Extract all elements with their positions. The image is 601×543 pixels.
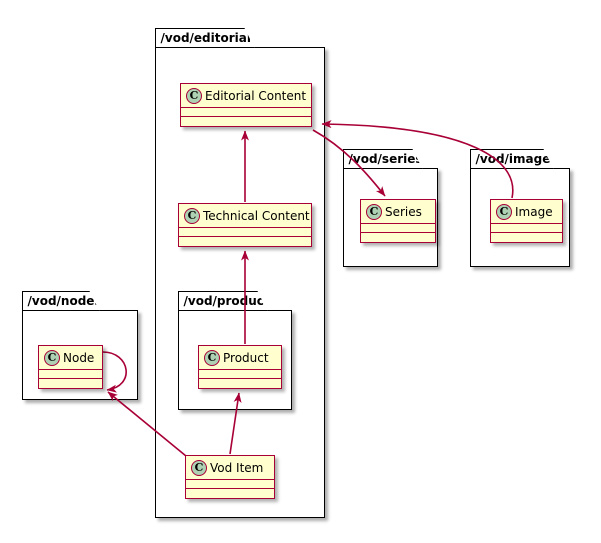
methods-compartment: [181, 117, 311, 126]
methods-compartment: [491, 233, 562, 242]
class-header: C Series: [361, 200, 435, 224]
attributes-compartment: [186, 480, 274, 489]
class-stereotype-icon: C: [366, 203, 382, 220]
class-stereotype-icon: C: [191, 459, 207, 476]
methods-compartment: [179, 237, 311, 246]
class-stereotype-icon: C: [44, 349, 60, 366]
class-series[interactable]: C Series: [360, 199, 436, 243]
class-name-label: Series: [385, 204, 422, 219]
attributes-compartment: [179, 228, 311, 237]
class-header: C Vod Item: [186, 456, 274, 480]
class-name-label: Node: [63, 350, 95, 365]
attributes-compartment: [181, 108, 311, 117]
package-label-vod-nodes: /vod/nodes: [22, 291, 100, 311]
attributes-compartment: [361, 224, 435, 233]
class-stereotype-icon: C: [184, 207, 200, 224]
class-name-label: Vod Item: [210, 460, 264, 475]
class-editorial-content[interactable]: C Editorial Content: [180, 83, 312, 127]
class-header: C Product: [199, 346, 281, 370]
package-label-vod-editorials: /vod/editorials: [155, 28, 255, 48]
attributes-compartment: [39, 370, 102, 379]
attributes-compartment: [491, 224, 562, 233]
methods-compartment: [199, 379, 281, 388]
package-label-vod-series: /vod/series: [343, 149, 423, 169]
class-stereotype-icon: C: [496, 203, 512, 220]
class-technical-content[interactable]: C Technical Content: [178, 203, 312, 247]
class-vod-item[interactable]: C Vod Item: [185, 455, 275, 499]
class-product[interactable]: C Product: [198, 345, 282, 389]
class-node[interactable]: C Node: [38, 345, 103, 389]
class-name-label: Image: [515, 204, 553, 219]
class-header: C Editorial Content: [181, 84, 311, 108]
package-label-vod-products: /vod/products: [178, 291, 268, 311]
methods-compartment: [39, 379, 102, 388]
methods-compartment: [361, 233, 435, 242]
class-name-label: Product: [223, 350, 269, 365]
class-image[interactable]: C Image: [490, 199, 563, 243]
class-header: C Technical Content: [179, 204, 311, 228]
class-name-label: Editorial Content: [205, 88, 307, 103]
attributes-compartment: [199, 370, 281, 379]
class-name-label: Technical Content: [203, 208, 310, 223]
class-stereotype-icon: C: [204, 349, 220, 366]
class-header: C Node: [39, 346, 102, 370]
class-header: C Image: [491, 200, 562, 224]
methods-compartment: [186, 489, 274, 498]
class-stereotype-icon: C: [186, 87, 202, 104]
package-label-vod-images: /vod/images: [470, 149, 554, 169]
